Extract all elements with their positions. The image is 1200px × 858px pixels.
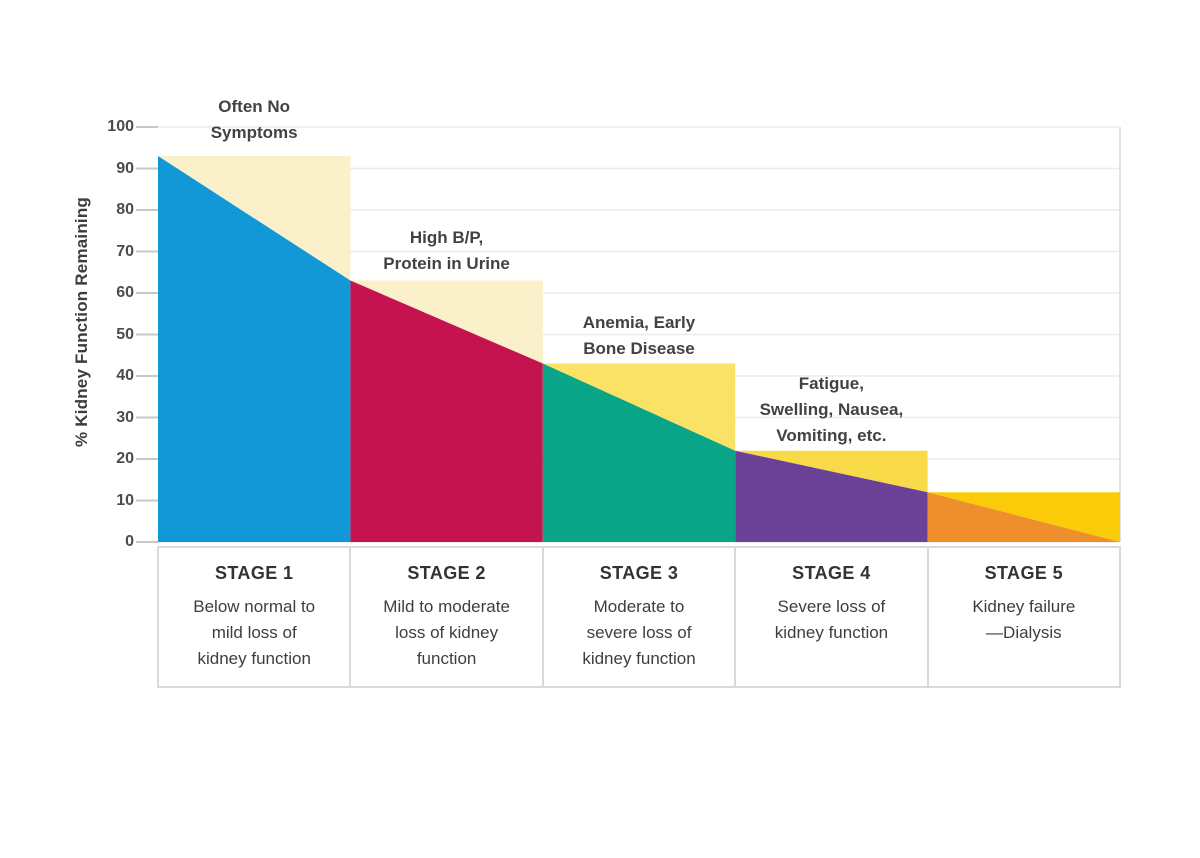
description-line: Mild to moderate (383, 597, 510, 616)
stage-4-area (735, 450, 928, 542)
description-line: —Dialysis (986, 623, 1062, 642)
stage-box-4: STAGE 4 Severe loss of kidney function (736, 548, 929, 686)
stage-box-2: STAGE 2 Mild to moderate loss of kidney fun… (351, 548, 544, 686)
annotation-line: Fatigue, (798, 373, 864, 393)
stage-box-5: STAGE 5 Kidney failure —Dialysis (929, 548, 1119, 686)
y-tick-label-50: 50 (116, 325, 134, 343)
stage-1-annotation: Often No Symptoms (134, 94, 374, 146)
description-line: Severe loss of (777, 597, 886, 616)
stage-4-symptom-band (735, 450, 928, 493)
y-tick-label-70: 70 (116, 242, 134, 260)
description-line: kidney function (582, 649, 696, 668)
description-line: function (416, 649, 477, 668)
annotation-line: Protein in Urine (383, 253, 510, 273)
stage-4-annotation: Fatigue, Swelling, Nausea, Vomiting, etc. (711, 371, 951, 449)
description-line: kidney function (197, 649, 311, 668)
description-line: kidney function (774, 623, 889, 642)
stage-box-description: Below normal to mild loss of kidney functi… (159, 594, 349, 672)
stage-1-area (158, 156, 351, 543)
stage-box-description: Moderate to severe loss of kidney function (544, 594, 734, 672)
y-tick-label-0: 0 (125, 533, 134, 550)
description-line: mild loss of (211, 623, 297, 642)
annotation-line: Often No (218, 97, 291, 117)
stage-box-title: STAGE 1 (214, 563, 294, 583)
stage-5-symptom-band (927, 492, 1120, 542)
y-tick-label-90: 90 (116, 159, 134, 177)
stage-box-title: STAGE 5 (984, 563, 1064, 583)
stage-3-area (542, 363, 736, 542)
annotation-line: Anemia, Early (582, 312, 696, 332)
description-line: Below normal to (193, 597, 316, 616)
stage-2-area (350, 280, 543, 542)
description-line: loss of kidney (395, 623, 499, 642)
y-tick-label-30: 30 (116, 408, 134, 426)
y-tick-label-100: 100 (107, 118, 134, 135)
stage-box-description: Kidney failure —Dialysis (929, 594, 1119, 646)
stage-1-symptom-band (158, 156, 351, 281)
stage-2-symptom-band (350, 280, 543, 364)
stage-5-area (927, 492, 1120, 542)
stage-2-annotation: High B/P, Protein in Urine (327, 225, 567, 277)
description-line: Moderate to (593, 597, 685, 616)
y-axis-title: % Kidney Function Remaining (72, 196, 91, 448)
y-tick-label-20: 20 (116, 450, 134, 467)
annotation-line: Vomiting, etc. (776, 425, 887, 445)
stage-box-title: STAGE 3 (599, 563, 679, 583)
y-tick-label-10: 10 (116, 491, 134, 509)
y-tick-label-40: 40 (116, 367, 134, 384)
y-tick-label-60: 60 (116, 284, 134, 301)
annotation-line: High B/P, (409, 227, 484, 247)
stage-box-1: STAGE 1 Below normal to mild loss of kidney… (159, 548, 352, 686)
stage-box-description: Severe loss of kidney function (736, 594, 926, 646)
annotation-line: Bone Disease (583, 338, 695, 358)
annotation-line: Symptoms (210, 123, 298, 143)
stage-box-3: STAGE 3 Moderate to severe loss of kidney f… (544, 548, 737, 686)
stage-box-title: STAGE 4 (792, 563, 871, 583)
y-tick-label-80: 80 (116, 201, 134, 218)
stage-description-table: STAGE 1 Below normal to mild loss of kidney… (157, 546, 1121, 688)
description-line: severe loss of (586, 623, 692, 642)
description-line: Kidney failure (972, 597, 1076, 616)
annotation-line: Swelling, Nausea, (759, 399, 904, 419)
stage-box-title: STAGE 2 (407, 563, 486, 583)
stage-box-description: Mild to moderate loss of kidney function (351, 594, 541, 672)
